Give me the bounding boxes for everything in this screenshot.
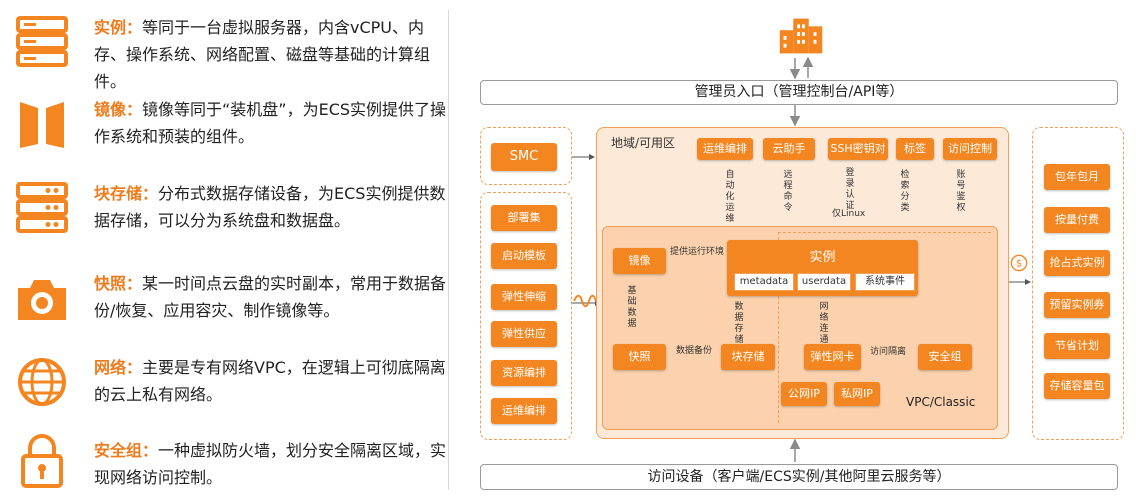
storage-capacity-button[interactable]: 存储容量包 <box>1044 373 1110 399</box>
legend-desc: 分布式数据存储设备，为ECS实例提供数据存储，可以分为系统盘和数据盘。 <box>94 184 446 230</box>
legend-item-block-storage: 块存储：分布式数据存储设备，为ECS实例提供数据存储，可以分为系统盘和数据盘。 <box>14 180 454 240</box>
instance-userdata: userdata <box>797 273 851 291</box>
access-device-bar[interactable]: 访问设备（客户端/ECS实例/其他阿里云服务等） <box>480 464 1118 490</box>
resource-orchestration-button[interactable]: 资源编排 <box>491 360 557 386</box>
eni-box[interactable]: 弹性网卡 <box>804 344 861 370</box>
label-base-data: 基础数据 <box>627 286 637 329</box>
dollar-icon: $ <box>1010 254 1028 272</box>
instance-title: 实例 <box>809 250 836 265</box>
service-cloud-assistant[interactable]: 云助手 <box>763 138 815 160</box>
svg-text:$: $ <box>1016 259 1022 270</box>
service-ssh-keypair[interactable]: SSH密钥对 <box>828 138 888 160</box>
label-data-storage: 数据存储 <box>734 302 744 345</box>
reserved-instance-button[interactable]: 预留实例券 <box>1044 292 1110 318</box>
wave-icon <box>573 294 597 308</box>
legend-desc: 一种虚拟防火墙，划分安全隔离区域，实现网络访问控制。 <box>94 441 447 487</box>
elastic-supply-button[interactable]: 弹性供应 <box>491 321 557 347</box>
legend-title: 镜像： <box>94 100 143 119</box>
service-tags[interactable]: 标签 <box>896 138 934 160</box>
image-box[interactable]: 镜像 <box>613 248 666 274</box>
legend-item-instance: 实例：等同于一台虚拟服务器，内含vCPU、内存、操作系统、网络配置、磁盘等基础的… <box>14 14 454 91</box>
label-network-conn: 网络连通 <box>819 302 829 345</box>
smc-button[interactable]: SMC <box>491 143 557 171</box>
legend-title: 网络： <box>94 358 143 377</box>
service-ops-orchestration[interactable]: 运维编排 <box>697 138 753 160</box>
camera-icon <box>18 280 66 320</box>
subscription-button[interactable]: 包年包月 <box>1044 164 1110 190</box>
divider <box>448 10 449 490</box>
deployment-set-button[interactable]: 部署集 <box>491 205 557 231</box>
security-group-box[interactable]: 安全组 <box>918 344 972 370</box>
label-access-isolation: 访问隔离 <box>870 347 907 357</box>
instance-system-events: 系统事件 <box>855 273 915 291</box>
vpc-label: VPC/Classic <box>906 395 976 409</box>
spot-instance-button[interactable]: 抢占式实例 <box>1044 250 1110 276</box>
legend-title: 实例： <box>94 18 143 37</box>
private-ip-box[interactable]: 私网IP <box>834 382 880 406</box>
note-automated-ops: 自动化运维 <box>725 170 735 224</box>
service-access-control[interactable]: 访问控制 <box>943 138 997 160</box>
public-ip-box[interactable]: 公网IP <box>781 382 827 406</box>
legend-item-image: 镜像：镜像等同于“装机盘”，为ECS实例提供了操作系统和预装的组件。 <box>14 96 454 156</box>
legend-desc: 某一时间点云盘的实时副本，常用于数据备份/恢复、应用容灾、制作镜像等。 <box>94 274 447 320</box>
savings-plan-button[interactable]: 节省计划 <box>1044 333 1110 359</box>
legend-item-network: 网络：主要是专有网络VPC，在逻辑上可彻底隔离的云上私有网络。 <box>14 354 454 414</box>
globe-icon <box>18 358 66 406</box>
legend-item-snapshot: 快照：某一时间点云盘的实时副本，常用于数据备份/恢复、应用容灾、制作镜像等。 <box>14 270 454 330</box>
instance-metadata: metadata <box>734 273 794 291</box>
block-storage-box[interactable]: 块存储 <box>721 344 775 370</box>
legend-item-security-group: 安全组：一种虚拟防火墙，划分安全隔离区域，实现网络访问控制。 <box>14 434 454 497</box>
legend-title: 安全组： <box>94 441 159 460</box>
note-search-classify: 检索分类 <box>900 170 910 213</box>
legend-title: 块存储： <box>94 184 159 203</box>
note-account-auth: 账号鉴权 <box>956 170 966 213</box>
storage-icon <box>16 182 68 233</box>
note-remote-command: 远程命令 <box>783 170 793 213</box>
admin-entry-bar[interactable]: 管理员入口（管理控制台/API等） <box>480 80 1118 105</box>
building-icon <box>779 18 823 54</box>
server-icon <box>16 16 68 67</box>
vpc-boundary <box>778 232 991 423</box>
image-door-icon <box>20 102 64 148</box>
note-login-auth: 登录认证 <box>845 168 855 211</box>
label-data-backup: 数据备份 <box>676 346 713 356</box>
region-label: 地域/可用区 <box>611 136 676 150</box>
label-provide-env: 提供运行环境 <box>670 247 725 257</box>
legend-desc: 主要是专有网络VPC，在逻辑上可彻底隔离的云上私有网络。 <box>94 358 446 404</box>
legend-desc: 等同于一台虚拟服务器，内含vCPU、内存、操作系统、网络配置、磁盘等基础的计算组… <box>94 18 431 91</box>
lock-icon <box>21 434 63 488</box>
pay-as-you-go-button[interactable]: 按量付费 <box>1044 207 1110 233</box>
ops-orchestration-button[interactable]: 运维编排 <box>491 398 557 424</box>
snapshot-box[interactable]: 快照 <box>613 344 666 370</box>
legend-title: 快照： <box>94 274 143 293</box>
legend-desc: 镜像等同于“装机盘”，为ECS实例提供了操作系统和预装的组件。 <box>94 100 447 146</box>
note-linux-only: 仅Linux <box>832 209 866 219</box>
launch-template-button[interactable]: 启动模板 <box>491 243 557 269</box>
auto-scaling-button[interactable]: 弹性伸缩 <box>491 284 557 310</box>
